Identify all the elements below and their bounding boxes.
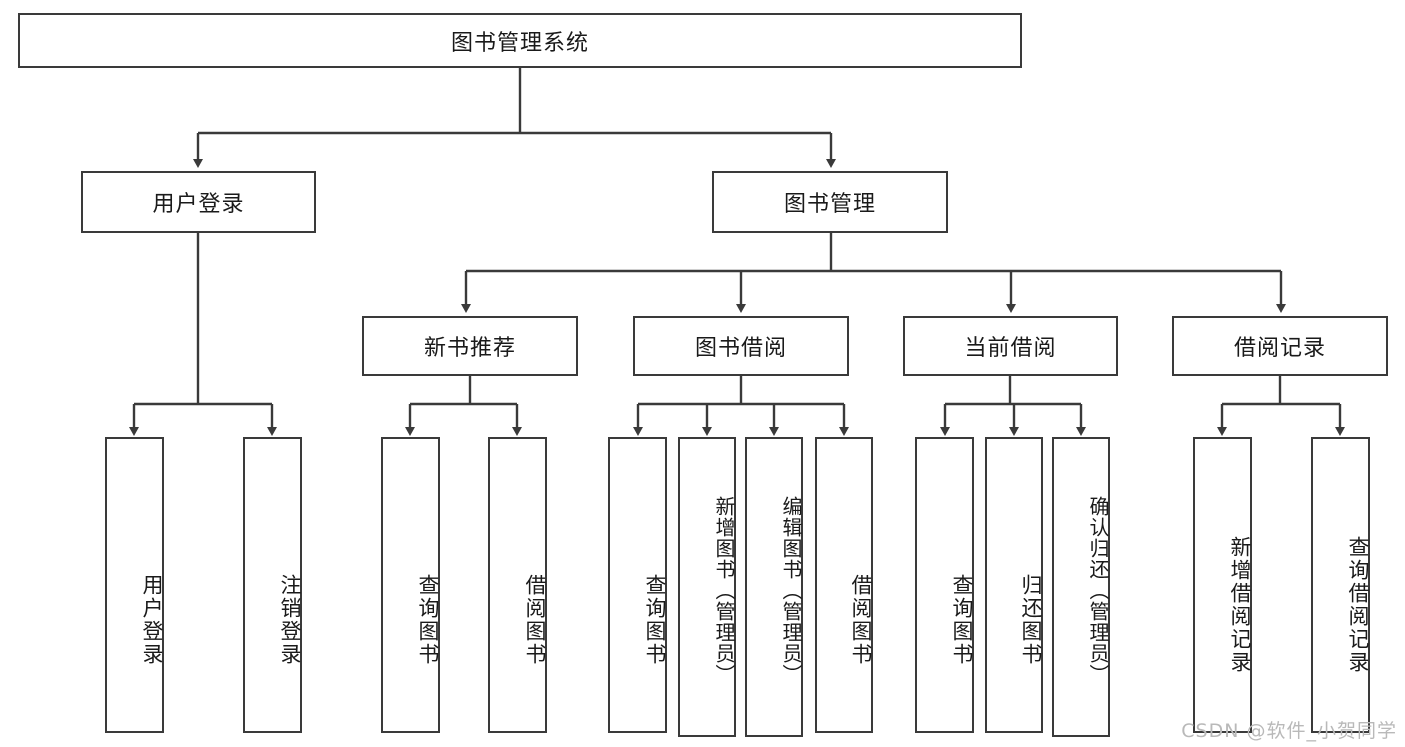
leaf-user-login[interactable]: 用户登录	[105, 437, 164, 733]
node-label: 图书借阅	[694, 336, 787, 361]
watermark-text: CSDN @软件_小贺同学	[1181, 720, 1397, 742]
node-label: 查询图书	[950, 574, 974, 666]
node-new-book-recommend[interactable]: 新书推荐	[362, 316, 578, 376]
leaf-query-book-recommend[interactable]: 查询图书	[381, 437, 440, 733]
leaf-add-book-admin[interactable]: 新增图书（管理员）	[678, 437, 736, 737]
node-label: 新书推荐	[423, 336, 516, 361]
node-root-book-management-system[interactable]: 图书管理系统	[18, 13, 1022, 68]
node-label: 编辑图书（管理员）	[779, 495, 803, 685]
node-label: 查询图书	[643, 574, 667, 666]
node-book-management[interactable]: 图书管理	[712, 171, 948, 233]
node-label: 新增借阅记录	[1228, 536, 1252, 674]
node-label: 归还图书	[1019, 574, 1043, 666]
leaf-borrow-book-recommend[interactable]: 借阅图书	[488, 437, 547, 733]
node-borrow-record[interactable]: 借阅记录	[1172, 316, 1388, 376]
node-label: 借阅图书	[523, 574, 547, 666]
node-label: 注销登录	[278, 574, 302, 666]
node-label: 借阅图书	[849, 574, 873, 666]
leaf-edit-book-admin[interactable]: 编辑图书（管理员）	[745, 437, 803, 737]
leaf-borrow-book-borrow[interactable]: 借阅图书	[815, 437, 873, 733]
leaf-add-borrow-record[interactable]: 新增借阅记录	[1193, 437, 1252, 733]
node-label: 查询图书	[416, 574, 440, 666]
node-label: 确认归还（管理员）	[1086, 495, 1110, 685]
node-label: 查询借阅记录	[1346, 536, 1370, 674]
node-label: 图书管理系统	[450, 30, 589, 56]
leaf-query-book-current[interactable]: 查询图书	[915, 437, 974, 733]
node-label: 用户登录	[140, 574, 164, 666]
leaf-logout-login[interactable]: 注销登录	[243, 437, 302, 733]
leaf-query-book-borrow[interactable]: 查询图书	[608, 437, 667, 733]
leaf-confirm-return-admin[interactable]: 确认归还（管理员）	[1052, 437, 1110, 737]
leaf-return-book[interactable]: 归还图书	[985, 437, 1043, 733]
node-label: 当前借阅	[964, 336, 1057, 361]
node-book-borrow[interactable]: 图书借阅	[633, 316, 849, 376]
node-current-borrow[interactable]: 当前借阅	[903, 316, 1118, 376]
node-label: 借阅记录	[1233, 336, 1326, 361]
node-label: 新增图书（管理员）	[712, 495, 736, 685]
node-label: 用户登录	[152, 192, 245, 217]
node-label: 图书管理	[783, 192, 876, 217]
leaf-query-borrow-record[interactable]: 查询借阅记录	[1311, 437, 1370, 733]
node-user-login[interactable]: 用户登录	[81, 171, 316, 233]
